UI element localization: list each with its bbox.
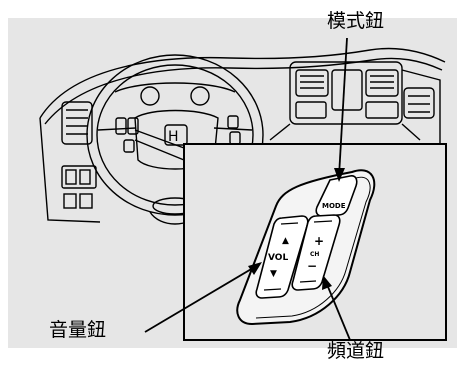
channel-minus: − <box>307 259 317 273</box>
volume-down-arrow: ▼ <box>270 269 277 279</box>
leader-arrowheads <box>248 168 345 290</box>
volume-button-callout: 音量鈕 <box>49 319 107 341</box>
volume-up-arrow: ▲ <box>282 236 289 246</box>
mode-button-callout: 模式鈕 <box>327 10 385 32</box>
channel-rocker[interactable]: + CH − <box>291 214 341 291</box>
mode-button[interactable]: MODE <box>315 175 358 217</box>
channel-label: CH <box>310 251 319 258</box>
channel-leader <box>325 281 351 341</box>
volume-leader <box>144 264 259 333</box>
svg-text:H: H <box>168 129 179 145</box>
volume-rocker[interactable]: ▲ VOL ▼ <box>255 215 309 299</box>
leader-lines <box>144 37 351 341</box>
zoom-line-bottom <box>134 139 185 161</box>
channel-button-callout: 頻道鈕 <box>327 340 385 362</box>
inset-panel: MODE ▲ VOL ▼ + CH − <box>134 37 447 341</box>
volume-label: VOL <box>268 253 288 263</box>
mode-button-text: MODE <box>322 202 346 210</box>
zoom-line-top <box>134 129 185 149</box>
mode-leader <box>338 37 348 177</box>
channel-plus: + <box>314 234 324 248</box>
